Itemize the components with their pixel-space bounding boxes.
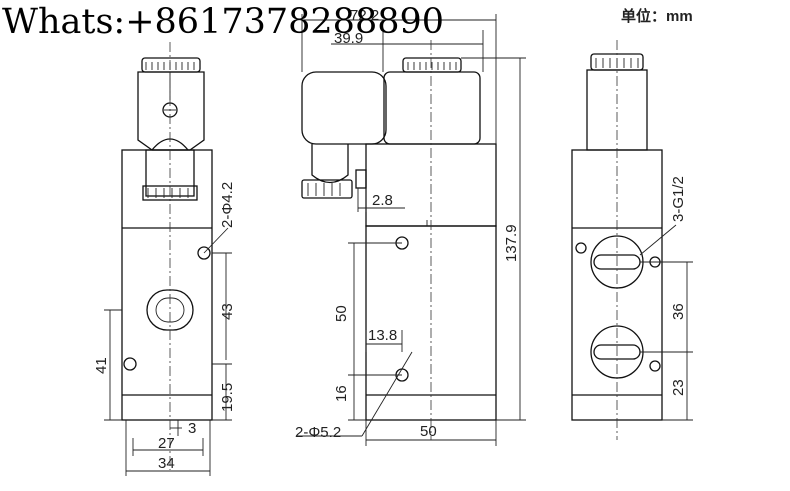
dim-43: 43 — [219, 303, 236, 320]
left-mount-hole-bottom-icon — [123, 357, 137, 371]
dim-34: 34 — [158, 455, 175, 472]
unit-label: 单位：mm — [621, 8, 693, 25]
left-coil-cap — [141, 57, 201, 73]
dim-23: 23 — [670, 379, 687, 396]
mid-connector — [301, 71, 387, 145]
dim-137-9: 137.9 — [503, 224, 520, 262]
watermark-contact: Whats:+8617378288890 — [2, 2, 445, 42]
dim-41: 41 — [93, 357, 110, 374]
dim-13-8: 13.8 — [368, 327, 397, 344]
dim-2-8: 2.8 — [372, 192, 393, 209]
dim-50-vertical: 50 — [333, 305, 350, 322]
left-valve-body — [121, 149, 213, 421]
dim-39-9: 39.9 — [334, 30, 363, 47]
dim-3-g1-2: 3-G1/2 — [670, 176, 687, 222]
dim-2-phi-5-2: 2-Φ5.2 — [295, 424, 341, 441]
dim-16: 16 — [333, 385, 350, 402]
dim-50-bottom: 50 — [420, 423, 437, 440]
mid-coil — [383, 71, 481, 145]
dim-27: 27 — [158, 435, 175, 452]
left-view — [104, 42, 232, 476]
dim-2-phi-4-2: 2-Φ4.2 — [219, 182, 236, 228]
left-connector-body — [137, 71, 205, 151]
dim-3: 3 — [188, 420, 196, 437]
right-view — [571, 40, 693, 440]
dim-72-2: 72.2 — [350, 7, 379, 24]
left-mount-hole-top-icon — [197, 246, 211, 260]
dim-19-5: 19.5 — [219, 383, 236, 412]
right-small-hole-3-icon — [649, 360, 661, 372]
middle-view — [296, 14, 526, 446]
dim-36: 36 — [670, 303, 687, 320]
right-small-hole-1-icon — [575, 242, 587, 254]
